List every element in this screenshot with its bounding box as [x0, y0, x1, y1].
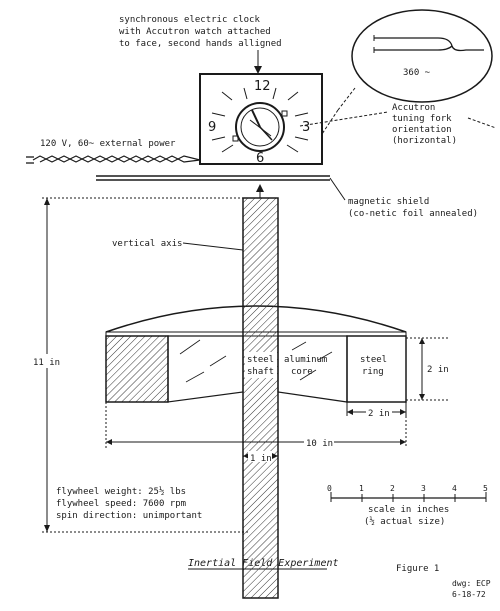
tuning-fork-icon	[373, 35, 484, 53]
clock-tick	[211, 136, 226, 141]
shield-label: magnetic shield (co-netic foil annealed)	[348, 197, 478, 219]
diameter-label-bg	[304, 435, 334, 447]
height-label-bg	[30, 354, 58, 368]
left-steel-ring-section	[105, 335, 169, 403]
scale-tick-label: 2	[390, 484, 395, 493]
scale-tick-label: 3	[421, 484, 426, 493]
vertical-axis-label: vertical axis	[112, 239, 182, 249]
diameter-arrow-left	[106, 439, 112, 445]
drawing-date: 6-18-72	[452, 590, 486, 599]
tuning-fork-bubble	[351, 9, 493, 103]
ring-height-arrow-bottom	[419, 394, 425, 400]
flywheel	[105, 305, 407, 403]
height-label: 11 in	[33, 358, 60, 368]
clock-label-line-2: with Accutron watch attached	[119, 27, 271, 37]
clock-tick	[221, 91, 233, 101]
tuning-label-line-1: Accutron	[392, 103, 435, 113]
tuning-frequency: 360 ~	[403, 68, 431, 78]
shaft-width-arrow-right	[272, 453, 278, 459]
ring-height-arrow-top	[419, 338, 425, 344]
axis-arrow	[256, 184, 264, 192]
scale-bar: 0 1 2 3 4 5 scale in inches (½ actual si…	[327, 484, 488, 527]
clock-tick	[243, 87, 248, 100]
ring-width-arrow-right	[400, 409, 406, 415]
diagram-title: Inertial Field Experiment	[188, 558, 339, 569]
spin-direction: spin direction: unimportant	[56, 511, 202, 521]
tuning-label-line-4: (horizontal)	[392, 136, 457, 146]
scale-tick-label: 0	[327, 484, 332, 493]
shaft-width-label-bg	[248, 451, 272, 462]
scale-tick-label: 5	[483, 484, 488, 493]
shield-label-line-2: (co-netic foil annealed)	[348, 209, 478, 219]
clock-tick	[287, 91, 299, 101]
power-cable	[26, 155, 201, 164]
flywheel-speed: flywheel speed: 7600 rpm	[56, 499, 186, 509]
flywheel-specs: flywheel weight: 25½ lbs flywheel speed:…	[56, 486, 202, 521]
diameter-label: 10 in	[306, 439, 333, 449]
clock-numeral-6: 6	[256, 151, 264, 166]
steel-shaft-label-line-2: shaft	[247, 367, 274, 377]
scale-caption-line-1: scale in inches	[368, 505, 449, 515]
clock-inner-dial	[240, 107, 280, 147]
left-aluminum-core	[167, 335, 244, 403]
clock-leader-arrow	[254, 66, 262, 74]
aluminum-core-label-line-2: core	[291, 367, 313, 377]
tuning-label-line-2: tuning fork	[392, 114, 452, 124]
vertical-axis-leader	[182, 242, 244, 251]
clock-box	[199, 73, 323, 165]
steel-ring-label-line-1: steel	[360, 355, 387, 365]
steel-shaft	[242, 197, 279, 599]
clock-tick	[294, 112, 309, 117]
height-arrow-bottom	[44, 525, 50, 532]
aluminum-core-label-line-1: aluminum	[284, 355, 327, 365]
scale-tick-label: 4	[452, 484, 457, 493]
ring-width-arrow-left	[347, 409, 353, 415]
bubble-leader	[337, 87, 356, 111]
clock-label: synchronous electric clock with Accutron…	[119, 15, 282, 49]
clock-numeral-3: 3	[302, 120, 310, 135]
clock-dial	[235, 102, 285, 152]
clock-tick	[272, 87, 277, 100]
scale-tick-label: 1	[359, 484, 364, 493]
ring-height-label: 2 in	[427, 365, 449, 375]
bubble-tail	[467, 117, 497, 129]
clock-second-hand	[249, 119, 272, 137]
ring-width-label: 2 in	[368, 409, 390, 419]
power-label: 120 V, 60~ external power	[40, 139, 176, 149]
bubble-leader-2	[321, 109, 339, 135]
drawing-initials: dwg: ECP	[452, 579, 491, 588]
clock-label-line-3: to face, second hands alligned	[119, 39, 282, 49]
shaft-width-arrow-left	[243, 453, 249, 459]
tuning-fork-label: Accutron tuning fork orientation (horizo…	[392, 103, 457, 146]
height-arrow-top	[44, 198, 50, 205]
shield-leader	[329, 177, 346, 201]
steel-ring-label-line-2: ring	[362, 367, 384, 377]
clock-tick	[294, 136, 309, 141]
clock-tick	[211, 112, 226, 117]
clock-mount-left	[232, 135, 239, 142]
clock-mount-right	[281, 110, 288, 117]
shield-label-line-1: magnetic shield	[348, 197, 429, 207]
clock-numeral-12: 12	[254, 79, 271, 94]
fork-leader	[299, 111, 389, 127]
steel-shaft-label-line-1: steel	[247, 355, 274, 365]
clock-face: 12 3 6 9	[208, 79, 310, 166]
scale-caption-line-2: (½ actual size)	[364, 516, 445, 527]
flywheel-weight: flywheel weight: 25½ lbs	[56, 486, 186, 497]
steel-shaft-label-bg	[245, 352, 277, 378]
clock-hour-hand	[251, 109, 261, 128]
shaft-width-label: 1 in	[250, 454, 272, 464]
clock-label-line-1: synchronous electric clock	[119, 15, 260, 25]
clock-tick	[286, 144, 299, 153]
figure-label: Figure 1	[396, 564, 439, 574]
right-steel-ring-section	[346, 335, 407, 403]
clock-tick	[221, 144, 234, 153]
diameter-arrow-right	[400, 439, 406, 445]
tuning-label-line-3: orientation	[392, 125, 452, 135]
clock-numeral-9: 9	[208, 120, 216, 135]
ring-width-label-bg	[366, 406, 392, 417]
